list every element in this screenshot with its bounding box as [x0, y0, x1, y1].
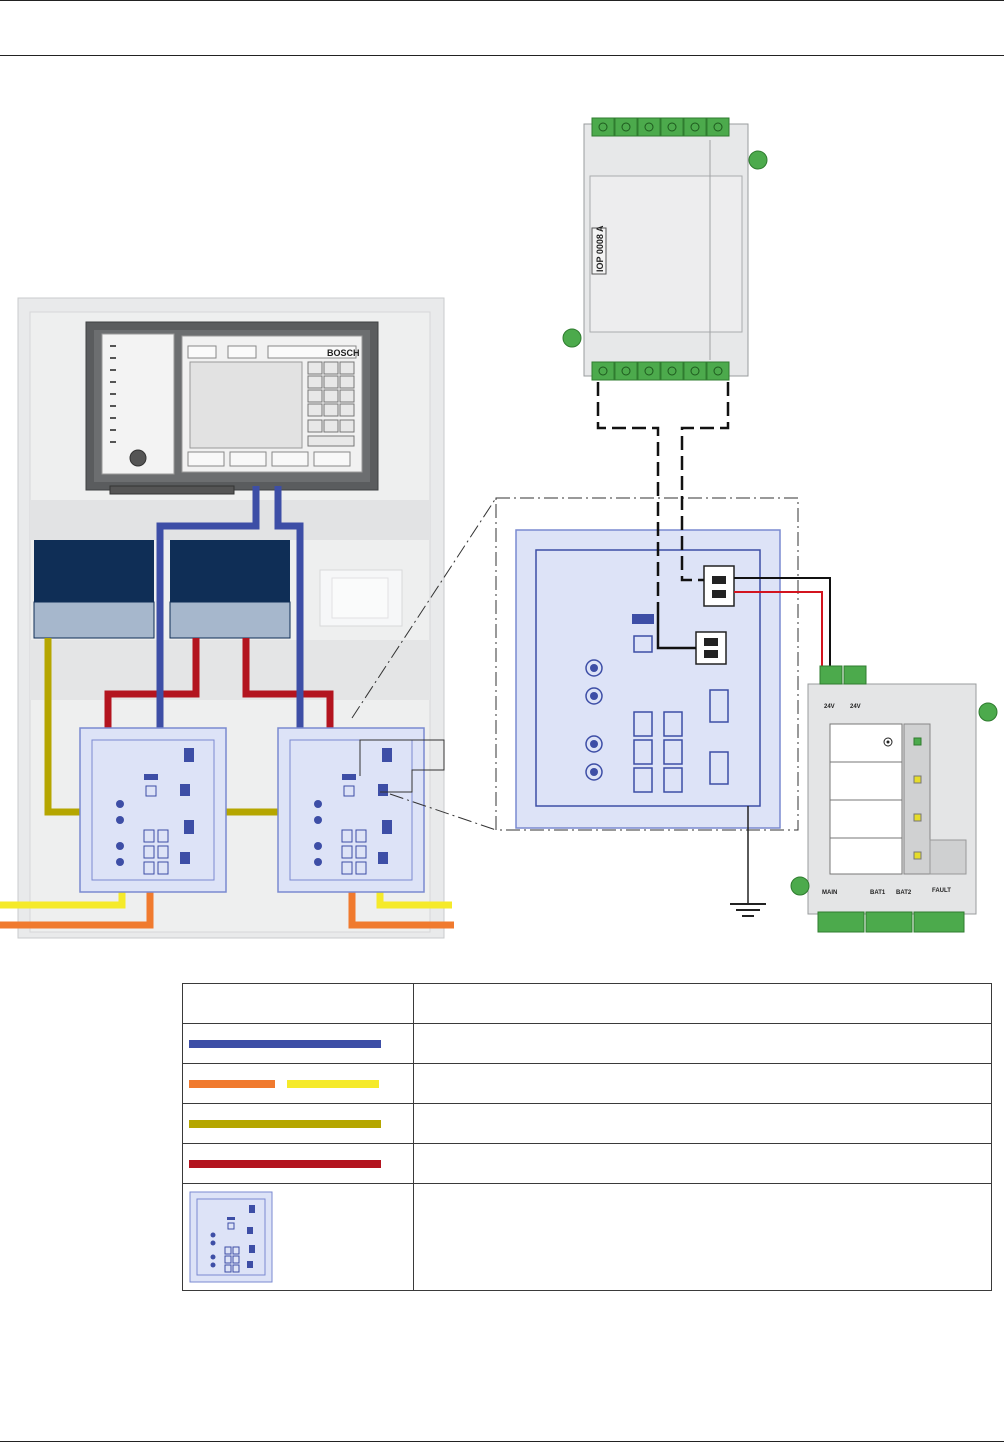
legend-header-row [182, 983, 992, 1024]
psu-bat2-label: BAT2 [896, 890, 912, 896]
legend-row [182, 1063, 992, 1104]
legend-description [413, 1143, 992, 1184]
power-supply-modules [33, 540, 291, 639]
footer-rule [0, 1441, 1004, 1442]
header-rule [0, 55, 1004, 56]
legend-description [413, 1063, 992, 1104]
panel-controller: BOSCH [85, 321, 379, 495]
panel-brand-label: BOSCH [327, 348, 360, 358]
top-rule [0, 0, 1004, 1]
io-module-label: IOP 0008 A [595, 225, 605, 272]
legend-header-description [413, 983, 992, 1024]
psu-bat1-label: BAT1 [870, 890, 886, 896]
io-module: IOP 0008 A [562, 117, 768, 381]
legend-row [182, 1183, 992, 1291]
psu-wires [734, 577, 831, 668]
io-solid-cable [656, 614, 696, 650]
legend-description [413, 1023, 992, 1064]
wiring-diagram: BOSCH [0, 117, 998, 939]
legend-module-icon [189, 1191, 273, 1283]
interface-module-enlarged [515, 529, 781, 917]
interface-module-right [277, 727, 445, 893]
legend-row [182, 1103, 992, 1144]
psu-main-label: MAIN [822, 890, 837, 896]
legend-header-symbol [182, 983, 414, 1024]
legend-table [182, 983, 992, 1291]
legend-row [182, 1023, 992, 1064]
psu-fault-label: FAULT [932, 888, 951, 894]
legend-orange-yellow-lines [189, 1079, 413, 1088]
legend-description [413, 1103, 992, 1144]
interface-module-left [79, 727, 227, 893]
panel-cables [0, 486, 454, 929]
legend-red-line [189, 1159, 381, 1168]
legend-olive-line [189, 1119, 381, 1128]
legend-description [413, 1183, 992, 1291]
psu-module: 24V 24V MAIN BAT1 BAT2 FAULT [790, 665, 998, 933]
psu-output-label-1: 24V [824, 704, 835, 710]
psu-output-label-2: 24V [850, 704, 861, 710]
legend-row [182, 1143, 992, 1184]
io-dashed-cables [596, 382, 730, 614]
zoom-callout [351, 497, 799, 831]
legend-blue-line [189, 1039, 381, 1048]
